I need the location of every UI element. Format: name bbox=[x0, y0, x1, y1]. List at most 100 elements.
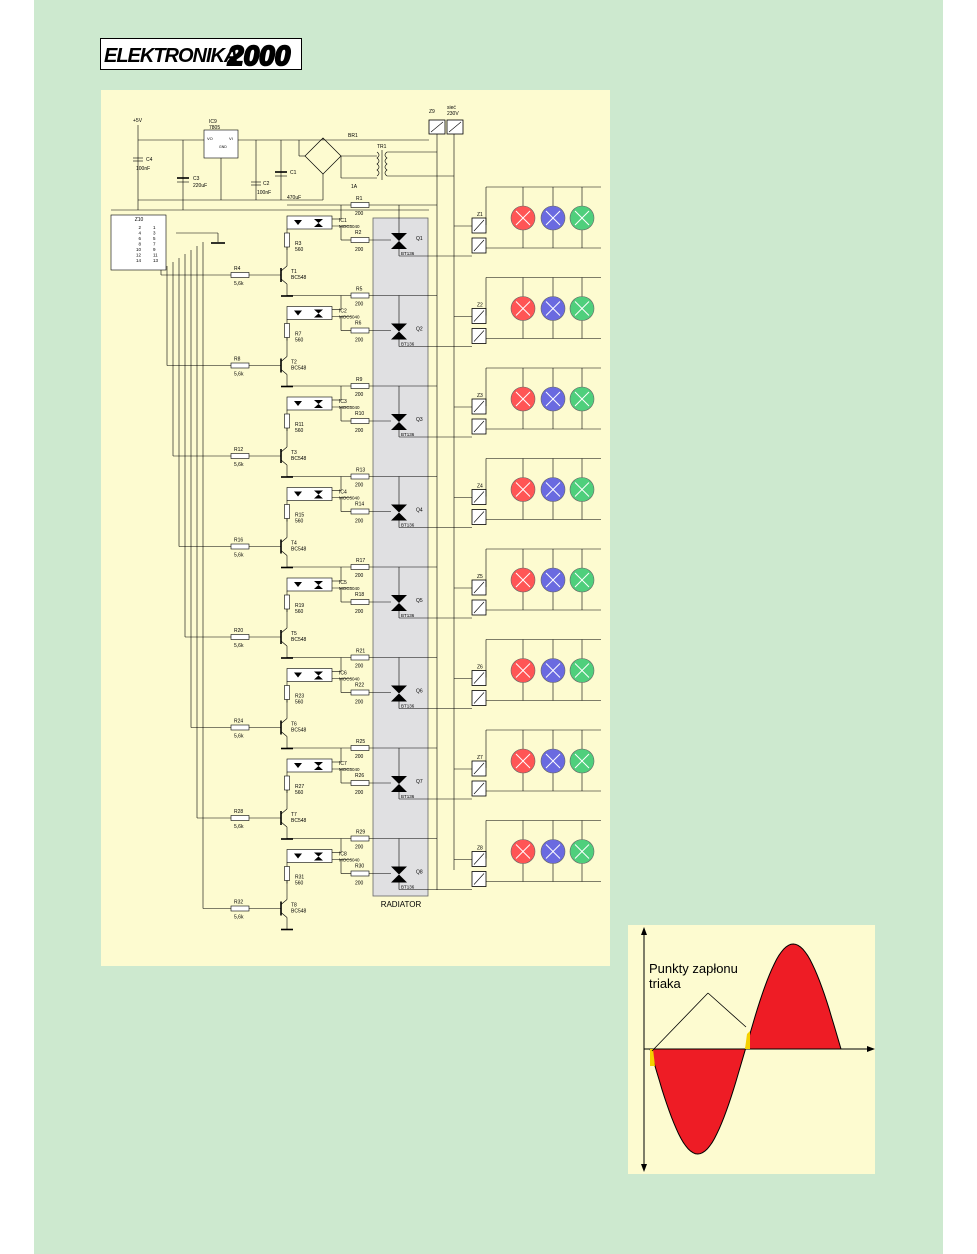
wire bbox=[280, 369, 288, 375]
resistor-value: 5,6k bbox=[234, 281, 244, 287]
annotation-line2: triaka bbox=[649, 976, 682, 991]
c4-val: 100nF bbox=[136, 166, 150, 172]
output-connector-ref: Z3 bbox=[477, 393, 483, 399]
led-symbol bbox=[294, 310, 302, 316]
output-connector-ref: Z8 bbox=[477, 846, 483, 852]
triac-part: BT136 bbox=[401, 432, 415, 437]
lamp-cross bbox=[574, 301, 590, 316]
triac-symbol bbox=[391, 685, 407, 694]
resistor bbox=[230, 724, 250, 731]
lamp-cross bbox=[515, 753, 531, 769]
channel-1: R1200IC1MOC3040R2200Q1BT136Z1R3560T1BC54… bbox=[160, 186, 601, 297]
resistor-value: 5,6k bbox=[234, 643, 244, 649]
wire bbox=[280, 537, 288, 543]
optocoupler bbox=[286, 758, 333, 773]
terminal-screw bbox=[473, 239, 485, 252]
lamp-cross bbox=[545, 572, 561, 588]
triac-symbol bbox=[391, 331, 407, 340]
triac-part: BT136 bbox=[401, 251, 415, 256]
negative-half-wave bbox=[649, 1048, 747, 1155]
lamp-cross bbox=[545, 391, 561, 407]
wire bbox=[280, 718, 288, 724]
resistor-value: 200 bbox=[355, 754, 364, 760]
wire bbox=[280, 808, 288, 815]
triac-symbol bbox=[391, 512, 407, 521]
resistor-value: 200 bbox=[355, 392, 364, 398]
optocoupler bbox=[286, 306, 333, 320]
resistor-value: 200 bbox=[355, 302, 364, 308]
resistor-ref: R20 bbox=[234, 628, 243, 634]
connector-pin-label: 5 bbox=[153, 236, 156, 241]
optocoupler bbox=[286, 215, 333, 230]
resistor-ref: R12 bbox=[234, 447, 243, 453]
diac-symbol bbox=[314, 404, 323, 408]
resistor bbox=[350, 383, 370, 389]
resistor-ref: R1 bbox=[356, 196, 363, 202]
wire bbox=[280, 899, 288, 905]
resistor bbox=[350, 689, 370, 696]
connector-pin-label: 7 bbox=[153, 242, 156, 247]
resistor-ref: R19 bbox=[295, 603, 304, 609]
resistor-value: 200 bbox=[355, 247, 364, 253]
wire bbox=[280, 265, 288, 272]
transistor-ref: T6 bbox=[291, 722, 297, 728]
lamp-cross bbox=[545, 753, 561, 769]
channel-7: R25200IC7MOC3040R26200Q7BT136Z7R27560T7B… bbox=[196, 246, 601, 840]
lamp-cross bbox=[574, 482, 590, 497]
lamp-cross bbox=[545, 663, 561, 678]
wire bbox=[280, 550, 288, 556]
transistor-ref: T2 bbox=[291, 360, 297, 366]
resistor-ref: R7 bbox=[295, 332, 302, 338]
resistor-ref: R14 bbox=[355, 502, 364, 508]
output-connector-ref: Z2 bbox=[477, 303, 483, 309]
resistor bbox=[284, 685, 290, 700]
terminal-screw bbox=[473, 511, 485, 523]
triac-ref: Q8 bbox=[416, 870, 423, 876]
annotation-pointer-1 bbox=[651, 992, 709, 1052]
connector-pin-label: 3 bbox=[153, 231, 156, 236]
diac-symbol bbox=[314, 309, 323, 314]
resistor-ref: R4 bbox=[234, 266, 241, 272]
triac-ref: Q3 bbox=[416, 417, 423, 423]
channel-3: R9200IC3MOC3040R10200Q3BT136Z3R11560T3BC… bbox=[172, 262, 601, 478]
resistor-ref: R30 bbox=[355, 864, 364, 870]
connector-pin-label: 9 bbox=[153, 247, 156, 252]
z10-ref: Z10 bbox=[135, 217, 144, 223]
channel-2: R5200IC2MOC3040R6200Q2BT136Z2R7560T2BC54… bbox=[166, 266, 601, 388]
resistor bbox=[284, 504, 290, 519]
br1-ref: BR1 bbox=[348, 133, 358, 139]
resistor-value: 200 bbox=[355, 573, 364, 579]
resistor-value: 200 bbox=[355, 664, 364, 670]
resistor-value: 200 bbox=[355, 845, 364, 851]
output-connector-ref: Z1 bbox=[477, 212, 483, 218]
channel-4: R13200IC4MOC3040R14200Q4BT136Z4R15560T4B… bbox=[178, 258, 601, 569]
resistor-ref: R15 bbox=[295, 513, 304, 519]
diac-symbol bbox=[314, 490, 323, 495]
transistor-ref: T4 bbox=[291, 541, 297, 547]
resistor-value: 5,6k bbox=[234, 824, 244, 830]
resistor-value: 5,6k bbox=[234, 734, 244, 740]
diac-symbol bbox=[314, 766, 323, 770]
resistor bbox=[230, 362, 250, 369]
resistor bbox=[230, 272, 250, 278]
resistor-ref: R32 bbox=[234, 900, 243, 906]
diac-symbol bbox=[314, 671, 323, 676]
resistor-value: 200 bbox=[355, 483, 364, 489]
terminal-screw bbox=[473, 601, 485, 614]
terminal-screw bbox=[473, 491, 485, 503]
resistor bbox=[284, 775, 290, 791]
transistor-ref: T7 bbox=[291, 812, 297, 818]
resistor-value: 200 bbox=[355, 881, 364, 887]
wire bbox=[280, 627, 288, 634]
terminal-screw bbox=[473, 672, 485, 684]
wire bbox=[280, 356, 288, 362]
diac-symbol bbox=[314, 852, 323, 857]
c2-ref: C2 bbox=[263, 181, 270, 187]
c3-ref: C3 bbox=[193, 176, 200, 182]
triac-symbol bbox=[391, 422, 407, 430]
triac-part: BT136 bbox=[401, 523, 415, 528]
resistor-value: 560 bbox=[295, 700, 304, 706]
radiator-label: RADIATOR bbox=[381, 900, 422, 909]
c4-ref: C4 bbox=[146, 157, 153, 163]
diac-symbol bbox=[314, 675, 323, 680]
